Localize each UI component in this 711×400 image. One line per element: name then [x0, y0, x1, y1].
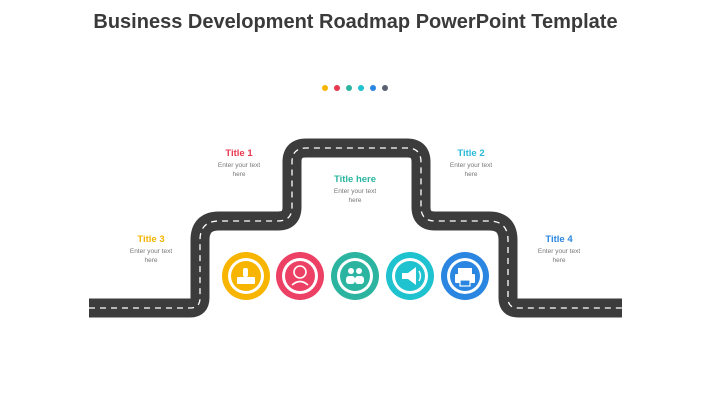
dot-teal: [346, 85, 352, 91]
label-title-center: Title here Enter your text here: [310, 174, 400, 205]
label-title-2: Title 2 Enter your text here: [426, 148, 516, 179]
dot-cyan: [358, 85, 364, 91]
dot-yellow: [322, 85, 328, 91]
title-center-heading: Title here: [333, 174, 377, 185]
dot-gray: [382, 85, 388, 91]
title-2-heading: Title 2: [457, 148, 485, 159]
icon-megaphone: [386, 252, 434, 300]
title-4-text: Enter your text here: [537, 248, 581, 264]
title-2-text: Enter your text here: [449, 162, 493, 178]
label-title-3: Title 3 Enter your text here: [106, 234, 196, 265]
title-4-heading: Title 4: [545, 234, 573, 245]
title-3-heading: Title 3: [137, 234, 165, 245]
color-dots: [322, 85, 388, 91]
label-title-1: Title 1 Enter your text here: [194, 148, 284, 179]
dot-blue: [370, 85, 376, 91]
icon-team: [331, 252, 379, 300]
icon-idea-person: [276, 252, 324, 300]
title-1-heading: Title 1: [225, 148, 253, 159]
icon-keyboard-hand: [222, 252, 270, 300]
title-center-text: Enter your text here: [333, 188, 377, 204]
page-title: Business Development Roadmap PowerPoint …: [93, 11, 618, 33]
label-title-4: Title 4 Enter your text here: [514, 234, 604, 265]
icon-printer: [441, 252, 489, 300]
dot-red: [334, 85, 340, 91]
title-3-text: Enter your text here: [129, 248, 173, 264]
title-1-text: Enter your text here: [217, 162, 261, 178]
